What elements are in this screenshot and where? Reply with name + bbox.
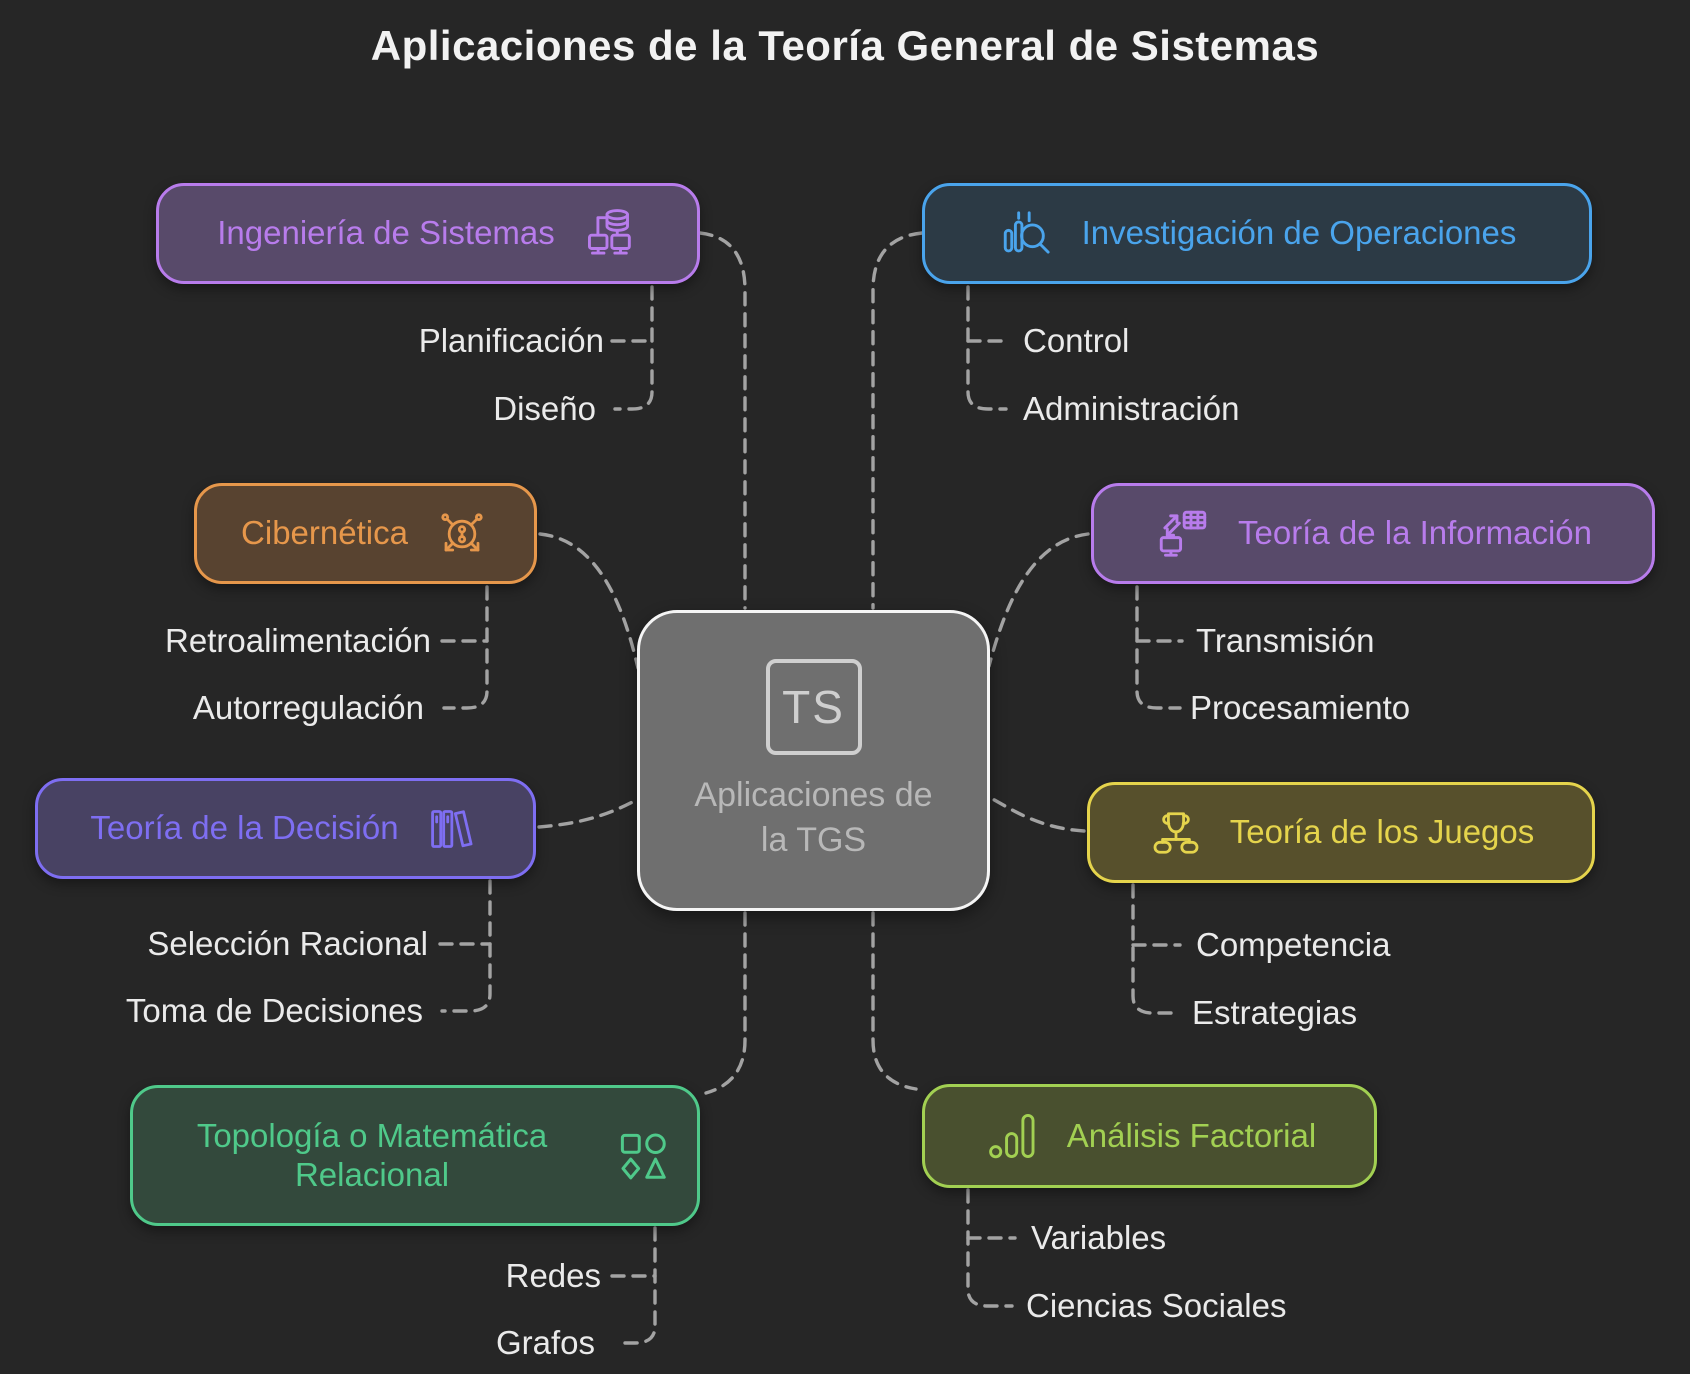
subtopic-control[interactable]: Control [1023,322,1130,359]
subtopic-ciencias-sociales[interactable]: Ciencias Sociales [1026,1287,1287,1324]
subtopic-variables[interactable]: Variables [1031,1219,1167,1256]
branch-node-teoria-de-la-decision[interactable]: Teoría de la Decisión [35,778,536,879]
subtopic-procesamiento[interactable]: Procesamiento [1190,689,1411,726]
branch-node-cibernetica[interactable]: Cibernética [194,483,537,584]
subtopic-grafos[interactable]: Grafos [495,1324,595,1361]
geometric-shapes-icon [613,1126,673,1186]
tgs-badge-icon: TS [765,658,862,755]
stem-analisis-children [966,1188,1014,1308]
trophy-bracket-icon [1148,805,1204,861]
branch-label: Teoría de los Juegos [1229,813,1535,851]
branch-node-ingenieria-de-sistemas[interactable]: Ingeniería de Sistemas [156,183,700,284]
branch-node-analisis-factorial[interactable]: Análisis Factorial [922,1084,1377,1188]
branch-node-teoria-de-la-informacion[interactable]: Teoría de la Información [1091,483,1655,584]
branch-node-topologia-o-matematica-relacional[interactable]: Topología o Matemática Relacional [130,1085,700,1226]
stem-investigacion-children [966,285,1008,411]
subtopic-planificacion[interactable]: Planificación [418,322,604,359]
subtopic-competencia[interactable]: Competencia [1196,926,1391,963]
central-node-label: Aplicaciones de la TGS [694,775,933,859]
connector-cibernetica-center [538,532,640,670]
connector-topologia-center [704,911,747,1095]
tgs-badge-text: TS [782,680,845,733]
subtopic-toma-de-decisiones[interactable]: Toma de Decisiones [125,992,423,1029]
connector-investigacion-center [871,231,924,610]
branch-label: Análisis Factorial [1066,1116,1317,1154]
branch-label: Teoría de la Información [1237,514,1593,552]
branch-label: Teoría de la Decisión [90,809,399,847]
stem-informacion-children [1135,585,1182,710]
bar-chart-magnifier-icon [998,205,1056,263]
database-network-icon [581,205,639,263]
data-transfer-icon [1154,505,1212,563]
subtopic-transmision[interactable]: Transmisión [1196,622,1375,659]
branch-label: Cibernética [241,514,408,552]
branch-label: Topología o Matemática Relacional [196,1116,548,1193]
books-icon [425,801,481,857]
subtopic-estrategias[interactable]: Estrategias [1192,994,1358,1031]
subtopic-retroalimentacion[interactable]: Retroalimentación [165,622,431,659]
connector-informacion-center [987,532,1090,668]
subtopic-diseno[interactable]: Diseño [493,390,596,427]
diagram-title: Aplicaciones de la Teoría General de Sis… [370,22,1320,69]
subtopic-autorregulacion[interactable]: Autorregulación [192,689,424,726]
branch-node-teoria-de-los-juegos[interactable]: Teoría de los Juegos [1087,782,1595,883]
connector-ingenieria-center [698,231,747,610]
subtopic-administracion[interactable]: Administración [1023,390,1240,427]
subtopic-seleccion-racional[interactable]: Selección Racional [147,925,428,962]
analytics-bars-icon [983,1107,1041,1165]
connector-analisis-center [871,911,918,1091]
stem-juegos-children [1131,883,1180,1015]
connector-decision-center [537,797,640,829]
connector-juegos-center [987,795,1086,833]
central-node[interactable]: TS Aplicaciones de la TGS [637,610,990,911]
network-nodes-arrows-icon [434,506,490,562]
stem-decision-children [440,879,492,1013]
branch-label: Ingeniería de Sistemas [217,214,555,252]
stem-cibernetica-children [442,585,489,710]
branch-node-investigacion-de-operaciones[interactable]: Investigación de Operaciones [922,183,1592,284]
stem-topologia-children [616,1226,657,1345]
stem-ingenieria-children [613,285,654,411]
branch-label: Investigación de Operaciones [1081,214,1517,252]
subtopic-redes[interactable]: Redes [505,1257,601,1294]
